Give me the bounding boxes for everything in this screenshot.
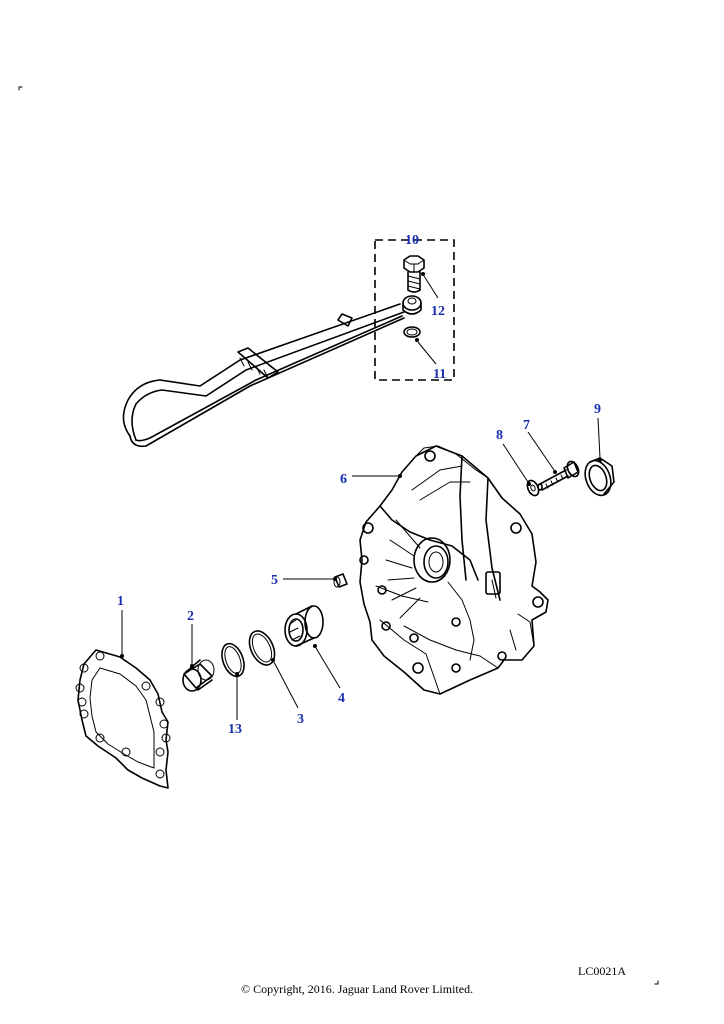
callout-3: 3 bbox=[297, 712, 304, 727]
callout-11: 11 bbox=[433, 367, 446, 382]
part-12-banjo-bolt[interactable] bbox=[403, 255, 425, 293]
part-13-circlip[interactable] bbox=[218, 641, 248, 680]
part-9-oil-seal[interactable] bbox=[581, 457, 616, 499]
callout-5: 5 bbox=[271, 573, 278, 588]
oil-pipe-assembly[interactable] bbox=[122, 295, 422, 448]
diagram-reference-code: LC0021A bbox=[578, 964, 626, 978]
part-8-washer[interactable] bbox=[525, 479, 541, 498]
corner-mark-bottom-right bbox=[654, 980, 659, 985]
callout-7: 7 bbox=[523, 418, 530, 433]
callout-10: 10 bbox=[405, 233, 419, 248]
callout-4: 4 bbox=[338, 691, 345, 706]
part-4-bearing[interactable] bbox=[284, 605, 324, 647]
part-6-housing[interactable] bbox=[359, 445, 549, 695]
callout-13: 13 bbox=[228, 722, 242, 737]
part-3-circlip[interactable] bbox=[244, 627, 279, 669]
part-5-dowel[interactable] bbox=[333, 573, 348, 588]
corner-mark-top-left bbox=[18, 86, 23, 91]
callout-12: 12 bbox=[431, 304, 445, 319]
kit-10-dashed-box bbox=[374, 239, 455, 381]
callout-6: 6 bbox=[340, 472, 347, 487]
leader-lines bbox=[120, 272, 602, 720]
copyright-notice: © Copyright, 2016. Jaguar Land Rover Lim… bbox=[241, 982, 474, 996]
callout-8: 8 bbox=[496, 428, 503, 443]
callout-2: 2 bbox=[187, 609, 194, 624]
callout-1: 1 bbox=[117, 594, 124, 609]
part-11-sealing-washer[interactable] bbox=[403, 326, 421, 338]
part-7-bolt[interactable] bbox=[537, 460, 581, 491]
part-1-gasket[interactable] bbox=[75, 649, 171, 789]
part-2-bush[interactable] bbox=[182, 659, 215, 692]
callout-9: 9 bbox=[594, 402, 601, 417]
